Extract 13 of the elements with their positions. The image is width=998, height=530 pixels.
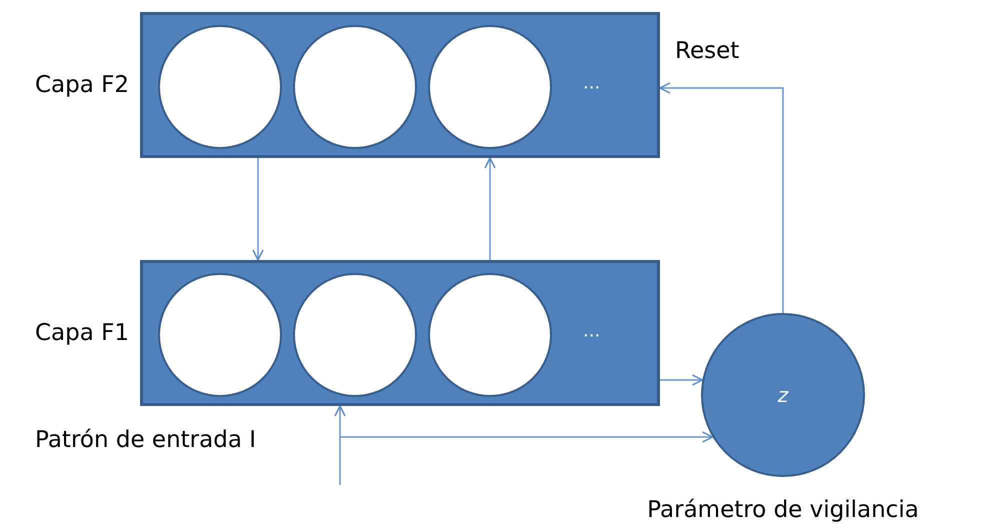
arrow bbox=[484, 157, 496, 260]
arrow bbox=[340, 431, 714, 443]
ellipsis-text: ... bbox=[583, 320, 600, 342]
arrow bbox=[252, 158, 264, 261]
caption-text: Parámetro de vigilancia bbox=[647, 497, 919, 523]
layer-label: Capa F2 bbox=[34, 72, 129, 98]
arrow bbox=[659, 82, 784, 313]
layer-label: Capa F1 bbox=[34, 320, 129, 346]
node-label: z bbox=[778, 383, 788, 407]
arrow bbox=[334, 405, 346, 485]
input-label: Patrón de entrada I bbox=[35, 427, 256, 453]
ellipsis-text: ... bbox=[583, 72, 600, 94]
arrow bbox=[660, 374, 704, 386]
